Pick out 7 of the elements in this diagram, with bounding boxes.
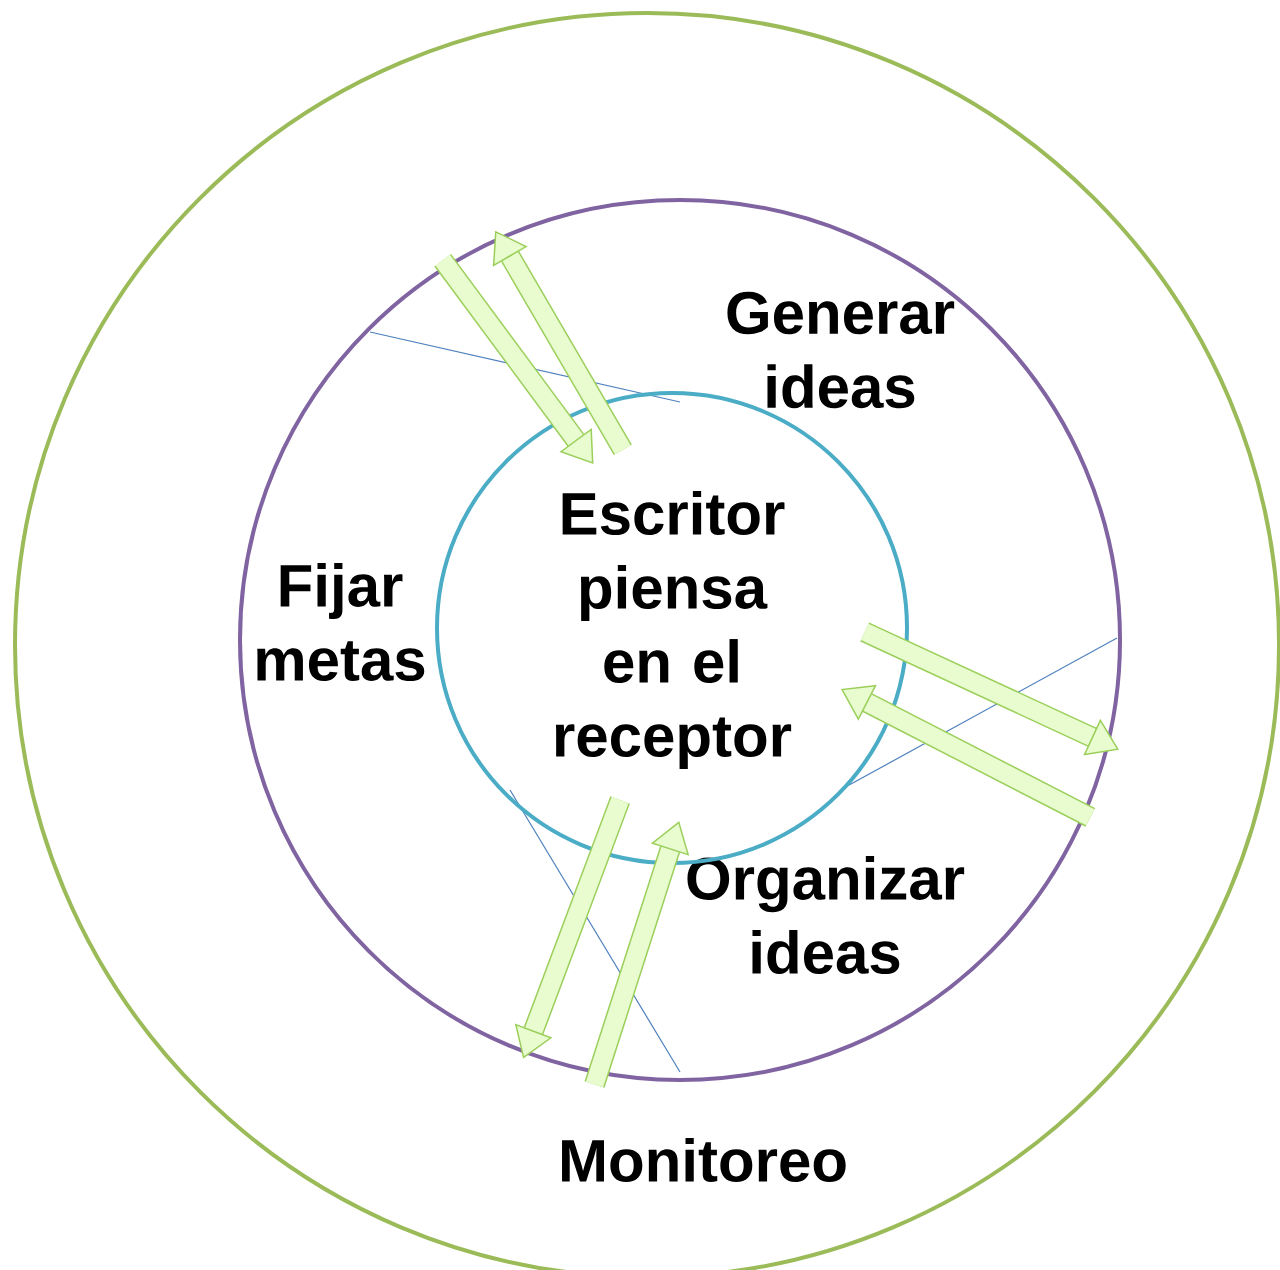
block-arrow: [434, 253, 594, 464]
block-arrow: [860, 622, 1119, 756]
ring-label: Monitoreo: [562, 1138, 846, 1183]
ring-label: Escritor piensa en el receptor: [555, 491, 792, 769]
ring-label: Fijar metas: [257, 563, 425, 682]
ring-label: Organizar ideas: [687, 856, 965, 975]
ring-label: Generar ideas: [727, 291, 955, 409]
